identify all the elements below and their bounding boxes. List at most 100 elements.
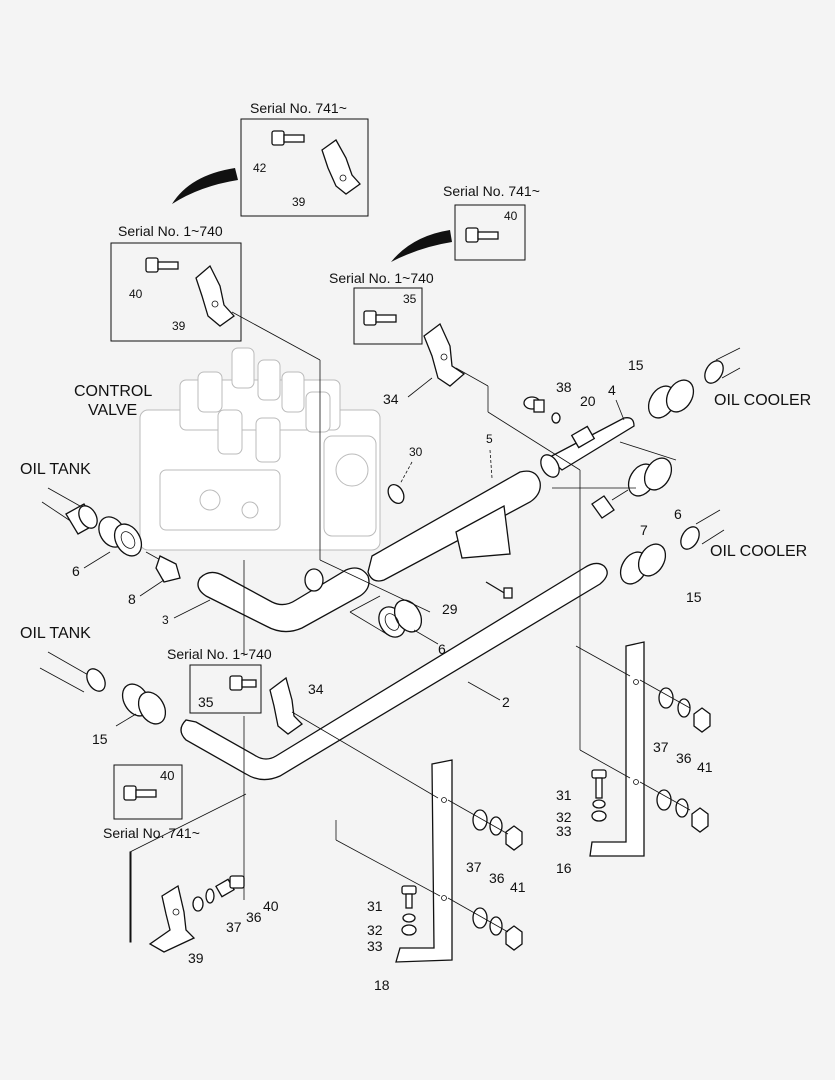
serial-box-top-right: Serial No. 741~ 40 (443, 183, 540, 261)
oil-tank-pipe-lower-icon (39, 651, 106, 693)
callout-29: 29 (442, 601, 458, 617)
callout-39-upper-left: 39 (172, 319, 186, 333)
washer-bolt-40-stack-icon (192, 875, 245, 912)
callout-6-middle: 6 (438, 641, 446, 657)
bolt-29-icon (485, 581, 513, 599)
fitting-7-icon (591, 489, 629, 519)
bracket-39-icon (195, 264, 235, 327)
washer-nut-stack-right-icon (656, 687, 711, 833)
oil-cooler-pipe-upper-icon (704, 347, 741, 384)
bolt-31-lower-icon (401, 885, 417, 936)
callout-3: 3 (162, 613, 169, 627)
bolt-40-icon (145, 257, 179, 273)
bolt-40-icon (123, 785, 157, 801)
serial-box-middle: Serial No. 1~740 35 (167, 646, 272, 714)
callout-41-lower: 41 (510, 879, 526, 895)
callout-20: 20 (580, 393, 596, 409)
serial-note-top-left: Serial No. 741~ (250, 100, 347, 116)
oil-tank-pipe-upper-icon (41, 487, 98, 535)
callout-39-lower: 39 (188, 950, 204, 966)
control-valve-label-1: CONTROL (74, 383, 152, 400)
callout-34-upper: 34 (383, 391, 399, 407)
arrow-top-right-icon (391, 230, 452, 262)
flange-15-upper-icon (647, 379, 695, 419)
callout-2: 2 (502, 694, 510, 710)
callout-33-right: 33 (556, 823, 572, 839)
bolt-31-right-icon (591, 769, 607, 822)
o-ring-20-icon (551, 412, 561, 424)
serial-note-middle: Serial No. 1~740 (167, 646, 272, 662)
callout-16: 16 (556, 860, 572, 876)
fitting-8-icon (145, 551, 181, 583)
oil-tank-lower-label: OIL TANK (20, 625, 91, 642)
callout-35-upper: 35 (403, 292, 417, 306)
serial-box-top-left: Serial No. 741~ 42 39 (240, 100, 369, 217)
callout-32-right: 32 (556, 809, 572, 825)
bracket-34-upper-icon (423, 322, 466, 387)
serial-box-lower: 40 (113, 764, 183, 820)
callout-40-upper-left: 40 (129, 287, 143, 301)
callout-40-lower: 40 (263, 898, 279, 914)
callout-37-right: 37 (653, 739, 669, 755)
flange-6-left-icon (98, 516, 143, 557)
bolt-40-icon (465, 227, 499, 243)
bolt-35-icon (363, 310, 397, 326)
callout-42: 42 (253, 161, 267, 175)
oil-cooler-lower-label: OIL COOLER (710, 543, 807, 560)
washer-nut-stack-lower-icon (472, 809, 523, 951)
flange-15-left-icon (121, 683, 167, 725)
bracket-39-icon (321, 139, 361, 195)
callout-41-right: 41 (697, 759, 713, 775)
callout-37-lower-left: 37 (226, 919, 242, 935)
bolt-42-icon (271, 130, 305, 146)
callout-8: 8 (128, 591, 136, 607)
oil-tank-upper-label: OIL TANK (20, 461, 91, 478)
callout-4: 4 (608, 382, 616, 398)
callout-7: 7 (640, 522, 648, 538)
callout-15-upper: 15 (628, 357, 644, 373)
callout-33-lower: 33 (367, 938, 383, 954)
callout-40-top: 40 (504, 209, 518, 223)
leader-lines (115, 311, 691, 933)
callout-36-lower-left: 36 (246, 909, 262, 925)
callout-32-lower: 32 (367, 922, 383, 938)
bolt-35-icon (229, 675, 257, 691)
oil-cooler-upper-label: OIL COOLER (714, 392, 811, 409)
callout-35-middle: 35 (198, 694, 214, 710)
callout-15-left: 15 (92, 731, 108, 747)
callout-38: 38 (556, 379, 572, 395)
bracket-39-lower-icon (148, 884, 196, 953)
pipe-4-icon (540, 417, 635, 478)
callout-37-lower: 37 (466, 859, 482, 875)
flange-6-middle-icon (378, 599, 423, 638)
control-valve-icon (139, 347, 381, 551)
callout-31-lower: 31 (367, 898, 383, 914)
serial-box-upper-left: Serial No. 1~740 40 39 (110, 223, 242, 342)
callout-6-left: 6 (72, 563, 80, 579)
callout-39-top: 39 (292, 195, 306, 209)
arrow-top-left-icon (172, 168, 238, 204)
serial-note-upper-left: Serial No. 1~740 (118, 223, 223, 239)
control-valve-label-2: VALVE (88, 402, 137, 419)
callout-31-right: 31 (556, 787, 572, 803)
callout-18: 18 (374, 977, 390, 993)
oil-cooler-pipe-lower-icon (680, 509, 725, 550)
serial-box-upper-right: Serial No. 1~740 35 (329, 270, 434, 345)
callout-34-lower: 34 (308, 681, 324, 697)
pipe-2-icon (180, 562, 608, 781)
serial-note-upper-right: Serial No. 1~740 (329, 270, 434, 286)
serial-note-top-right: Serial No. 741~ (443, 183, 540, 199)
callout-6-right: 6 (674, 506, 682, 522)
bracket-34-lower-icon (269, 676, 304, 735)
serial-note-lower: Serial No. 741~ (103, 825, 200, 841)
callout-30: 30 (409, 445, 423, 459)
flange-6-right-icon (627, 457, 673, 497)
callout-40-lower-box: 40 (160, 768, 174, 783)
callout-36-lower: 36 (489, 870, 505, 886)
callout-5: 5 (486, 432, 493, 446)
pipe-5-icon (367, 470, 541, 582)
bracket-18-icon (395, 759, 453, 963)
bolt-38-icon (523, 396, 545, 413)
pipe-3-icon (197, 567, 370, 633)
